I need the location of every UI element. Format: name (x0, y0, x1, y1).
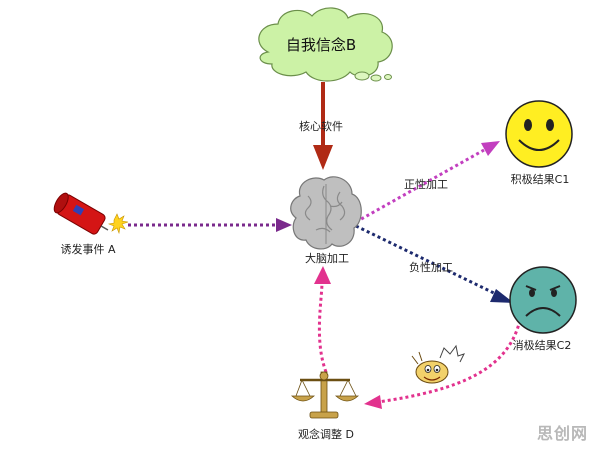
positive-result-label: 积极结果C1 (510, 173, 570, 186)
negative-result-label: 消极结果C2 (512, 339, 572, 352)
core-software-arrow (313, 82, 333, 170)
adjust-label: 观念调整 D (298, 428, 354, 441)
belief-cloud (258, 7, 393, 82)
core-software-label: 核心软件 (299, 120, 343, 133)
brain-label: 大脑加工 (305, 252, 349, 265)
adjust-to-brain-arrow (314, 266, 331, 373)
firecracker-icon (53, 192, 129, 235)
belief-label: 自我信念B (285, 36, 357, 54)
negative-arrow (355, 224, 514, 303)
balance-scale-icon (290, 371, 360, 419)
positive-arrow (355, 141, 500, 224)
event-label: 诱发事件 A (60, 243, 116, 256)
cartoon-character-icon (411, 344, 465, 384)
brain-icon (290, 176, 362, 250)
c2-to-adjust-arrow (364, 319, 522, 409)
event-arrow (128, 218, 292, 232)
site-watermark: 思创网 (536, 424, 588, 443)
smiley-face-icon (505, 100, 573, 168)
sad-face-icon (509, 266, 577, 334)
positive-processing-label: 正性加工 (404, 178, 448, 191)
negative-processing-label: 负性加工 (409, 261, 453, 274)
